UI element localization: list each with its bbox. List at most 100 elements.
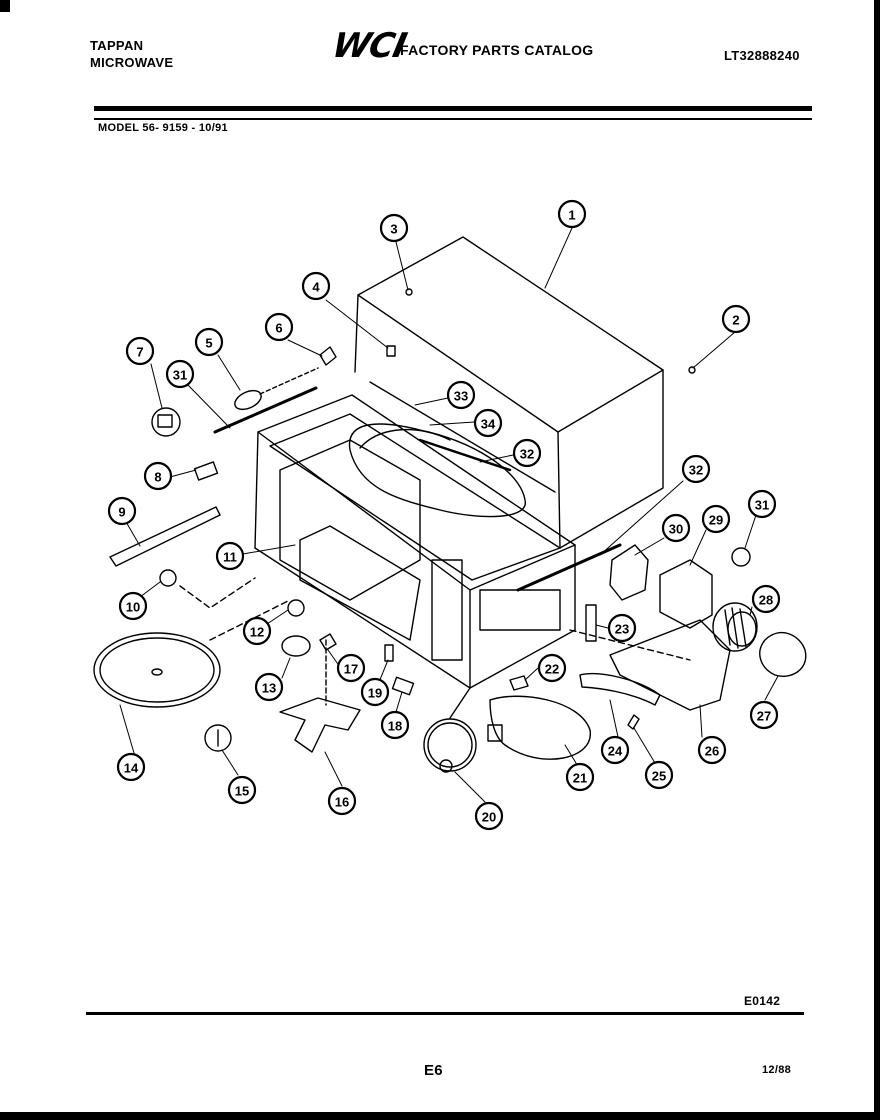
- callout-2: 2: [721, 304, 751, 334]
- callout-5: 5: [194, 327, 224, 357]
- catalog-title: FACTORY PARTS CATALOG: [400, 42, 594, 58]
- callout-26: 26: [697, 735, 727, 765]
- callout-circle: [360, 677, 390, 707]
- callout-34: 34: [473, 408, 503, 438]
- callout-circle: [165, 359, 195, 389]
- page-number: E6: [424, 1062, 443, 1079]
- callout-circle: [473, 408, 503, 438]
- callout-28: 28: [751, 584, 781, 614]
- callout-18: 18: [380, 710, 410, 740]
- callout-15: 15: [227, 775, 257, 805]
- callout-number: 18: [388, 719, 402, 734]
- capacitor-part: [731, 547, 751, 567]
- callout-22: 22: [537, 653, 567, 683]
- callout-7: 7: [125, 336, 155, 366]
- small-part-18: [391, 676, 415, 696]
- callout-circle: [227, 775, 257, 805]
- callout-13: 13: [254, 672, 284, 702]
- callout-number: 32: [689, 463, 703, 478]
- bracket-part: [109, 506, 221, 567]
- callout-circle: [118, 591, 148, 621]
- roller-part: [287, 599, 305, 617]
- callout-circle: [327, 786, 357, 816]
- callout-4: 4: [301, 271, 331, 301]
- corner-mark: [0, 0, 10, 12]
- air-duct: [579, 673, 661, 706]
- callout-19: 19: [360, 677, 390, 707]
- callout-circle: [380, 710, 410, 740]
- stirrer-shaft: [319, 633, 337, 651]
- turntable-motor: [423, 687, 477, 773]
- callout-circle: [254, 672, 284, 702]
- callout-number: 24: [608, 744, 623, 759]
- callout-number: 11: [223, 550, 237, 565]
- callout-circle: [681, 454, 711, 484]
- callout-circle: [697, 735, 727, 765]
- catalog-number: LT32888240: [724, 48, 800, 63]
- callout-number: 22: [545, 662, 559, 677]
- cord-plug: [487, 724, 503, 742]
- callout-number: 3: [390, 222, 397, 237]
- callout-24: 24: [600, 735, 630, 765]
- callout-29: 29: [701, 504, 731, 534]
- fan-guard: [759, 631, 807, 677]
- callout-number: 32: [520, 447, 534, 462]
- callout-number: 15: [235, 784, 249, 799]
- heater-rod-right: [516, 543, 622, 592]
- small-bracket-19: [384, 644, 394, 662]
- callout-9: 9: [107, 496, 137, 526]
- callout-number: 21: [573, 771, 587, 786]
- callout-number: 10: [126, 600, 140, 615]
- pin-part: [204, 724, 232, 752]
- callout-8: 8: [143, 461, 173, 491]
- callout-number: 30: [669, 522, 683, 537]
- stirrer-blade: [279, 697, 361, 753]
- page-edge-bar: [874, 0, 880, 1120]
- callout-circle: [474, 801, 504, 831]
- product-type: MICROWAVE: [90, 55, 174, 70]
- callout-number: 4: [312, 280, 320, 295]
- screw-3: [405, 288, 413, 296]
- callout-circle: [749, 700, 779, 730]
- blower-housing: [609, 619, 731, 711]
- callout-16: 16: [327, 786, 357, 816]
- callout-circle: [107, 496, 137, 526]
- callout-number: 34: [481, 417, 496, 432]
- callout-circle: [301, 271, 331, 301]
- page-date: 12/88: [762, 1064, 792, 1076]
- waveguide-harness: [348, 423, 526, 518]
- power-cord: [489, 695, 591, 760]
- callout-number: 13: [262, 681, 276, 696]
- callout-33: 33: [446, 380, 476, 410]
- callout-number: 20: [482, 810, 496, 825]
- callout-11: 11: [215, 541, 245, 571]
- callout-circle: [751, 584, 781, 614]
- callout-3: 3: [379, 213, 409, 243]
- callout-circle: [644, 760, 674, 790]
- callout-circle: [721, 304, 751, 334]
- callout-number: 17: [344, 662, 358, 677]
- callout-circle: [607, 613, 637, 643]
- fan-motor: [659, 559, 713, 629]
- callout-number: 7: [136, 345, 143, 360]
- callout-32: 32: [512, 438, 542, 468]
- callout-circle: [215, 541, 245, 571]
- callout-12: 12: [242, 616, 272, 646]
- callout-1: 1: [557, 199, 587, 229]
- callout-27: 27: [749, 700, 779, 730]
- callout-circle: [194, 327, 224, 357]
- header-rule-thick: [94, 106, 812, 111]
- callout-circle: [661, 513, 691, 543]
- transformer-part: [609, 544, 649, 601]
- figure-reference-code: E0142: [744, 994, 781, 1008]
- callout-31: 31: [165, 359, 195, 389]
- callout-circle: [336, 653, 366, 683]
- thermostat-part: [151, 407, 181, 437]
- bracket-4: [386, 345, 396, 357]
- thermal-cutout: [509, 675, 529, 691]
- page-bottom-edge-bar: [0, 1112, 880, 1120]
- callout-6: 6: [264, 312, 294, 342]
- callout-number: 26: [705, 744, 719, 759]
- callout-number: 8: [154, 470, 161, 485]
